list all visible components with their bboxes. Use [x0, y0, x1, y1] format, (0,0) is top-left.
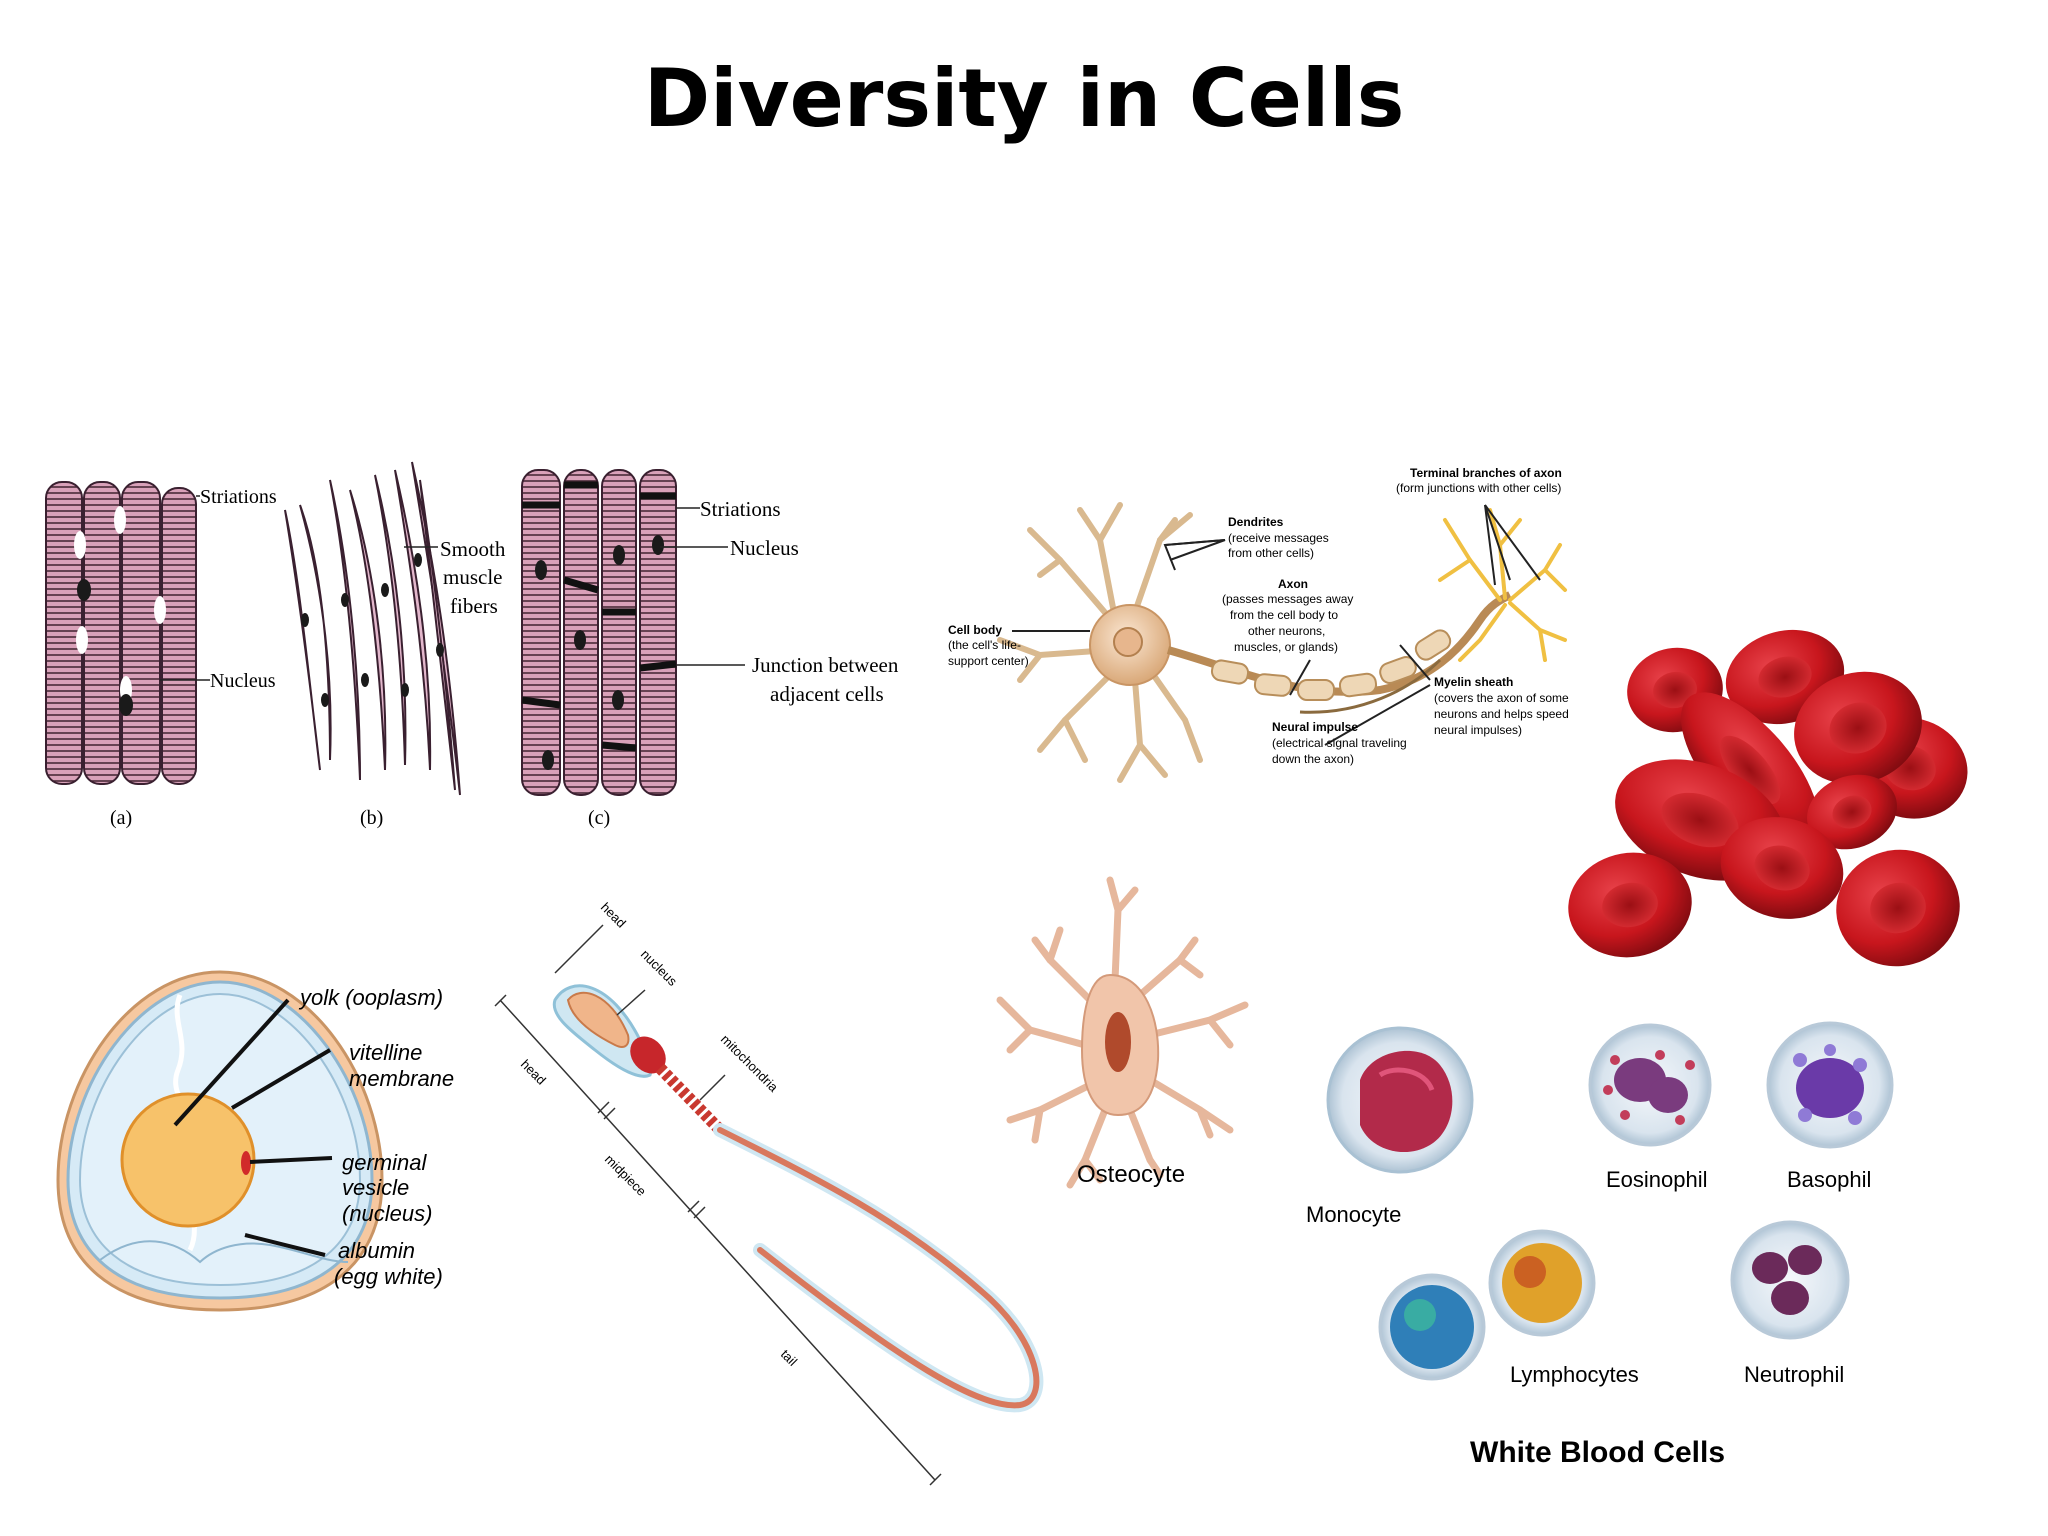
neutrophil-cell	[1730, 1220, 1850, 1340]
neuron-dendrites-desc-2: from other cells)	[1228, 546, 1314, 560]
egg-germinal-label-3: (nucleus)	[342, 1201, 432, 1226]
osteocyte-illustration	[996, 876, 1249, 1189]
wbc-monocyte-label: Monocyte	[1306, 1202, 1401, 1227]
junction-label-line1: Junction between	[752, 653, 899, 677]
lymphocyte-cell-1	[1378, 1273, 1486, 1381]
cardiac-muscle-diagram	[521, 469, 745, 796]
egg-yolk-label: yolk (ooplasm)	[298, 985, 443, 1010]
wbc-neutrophil-label: Neutrophil	[1744, 1362, 1844, 1387]
neuron-myelin-desc-2: neurons and helps speed	[1434, 707, 1569, 721]
muscle-label-b: (b)	[360, 807, 383, 829]
neuron-cellbody-desc-2: support center)	[948, 654, 1029, 668]
striations-label-a: Striations	[200, 486, 277, 508]
smooth-muscle-diagram	[284, 461, 461, 796]
wbc-eosinophil-label: Eosinophil	[1606, 1167, 1708, 1192]
striations-label-c: Striations	[700, 497, 781, 521]
skeletal-muscle-diagram	[45, 481, 210, 785]
smooth-label-line2: muscle	[443, 565, 502, 589]
eosinophil-cell	[1588, 1023, 1712, 1147]
red-blood-cells-illustration	[1568, 629, 1968, 967]
egg-germinal-label-1: germinal	[342, 1150, 427, 1175]
white-blood-cells-illustration	[1326, 1021, 1894, 1381]
muscle-label-a: (a)	[110, 807, 132, 829]
muscle-label-c: (c)	[588, 807, 610, 829]
smooth-muscle-nuclei	[301, 553, 444, 707]
smooth-label-line3: fibers	[450, 594, 498, 618]
neuron-axon-title: Axon	[1278, 577, 1308, 591]
neuron-dendrites-title: Dendrites	[1228, 515, 1284, 529]
lymphocyte-cell-2	[1488, 1229, 1596, 1337]
neuron-terminal-desc: (form junctions with other cells)	[1396, 481, 1561, 495]
egg-albumin-label-2: (egg white)	[334, 1264, 443, 1289]
neuron-terminal-title: Terminal branches of axon	[1410, 466, 1562, 480]
sperm-mitochondria-label: mitochondria	[718, 1032, 782, 1096]
sperm-head-label-side: head	[518, 1057, 549, 1088]
egg-albumin-label-1: albumin	[338, 1238, 415, 1263]
neuron-diagram	[997, 502, 1567, 783]
osteocyte-label: Osteocyte	[1077, 1161, 1185, 1188]
sperm-cell-diagram	[494, 924, 1044, 1486]
neuron-impulse-desc-1: (electrical signal traveling	[1272, 736, 1407, 750]
nucleus-label-a: Nucleus	[210, 670, 276, 692]
monocyte-cell	[1326, 1026, 1474, 1174]
wbc-basophil-label: Basophil	[1787, 1167, 1871, 1192]
neuron-myelin-desc-3: neural impulses)	[1434, 723, 1522, 737]
sperm-nucleus-label: nucleus	[638, 947, 681, 990]
neuron-axon-desc-2: from the cell body to	[1230, 608, 1338, 622]
neuron-impulse-title: Neural impulse	[1272, 720, 1358, 734]
neuron-axon-desc-4: muscles, or glands)	[1234, 640, 1338, 654]
wbc-lymphocytes-label: Lymphocytes	[1510, 1362, 1639, 1387]
smooth-label-line1: Smooth	[440, 537, 506, 561]
nucleus-label-c: Nucleus	[730, 536, 799, 560]
neuron-axon-desc-3: other neurons,	[1248, 624, 1325, 638]
egg-cell-diagram	[56, 970, 384, 1312]
egg-vitelline-label-1: vitelline	[349, 1040, 422, 1065]
neuron-axon-desc-1: (passes messages away	[1222, 592, 1353, 606]
neuron-cellbody-title: Cell body	[948, 623, 1002, 637]
neuron-impulse-desc-2: down the axon)	[1272, 752, 1354, 766]
egg-germinal-label-2: vesicle	[342, 1175, 409, 1200]
wbc-title: White Blood Cells	[1470, 1436, 1725, 1469]
neuron-myelin-title: Myelin sheath	[1434, 675, 1513, 689]
basophil-cell	[1766, 1021, 1894, 1149]
neuron-myelin-desc-1: (covers the axon of some	[1434, 691, 1569, 705]
sperm-tail-label: tail	[778, 1347, 800, 1369]
egg-vitelline-label-2: membrane	[349, 1066, 454, 1091]
sperm-midpiece-label: midpiece	[602, 1152, 649, 1199]
neuron-cellbody-desc-1: (the cell's life-	[948, 638, 1021, 652]
junction-label-line2: adjacent cells	[770, 682, 884, 706]
page-title: Diversity in Cells	[643, 52, 1405, 145]
neuron-dendrites-desc-1: (receive messages	[1228, 531, 1329, 545]
